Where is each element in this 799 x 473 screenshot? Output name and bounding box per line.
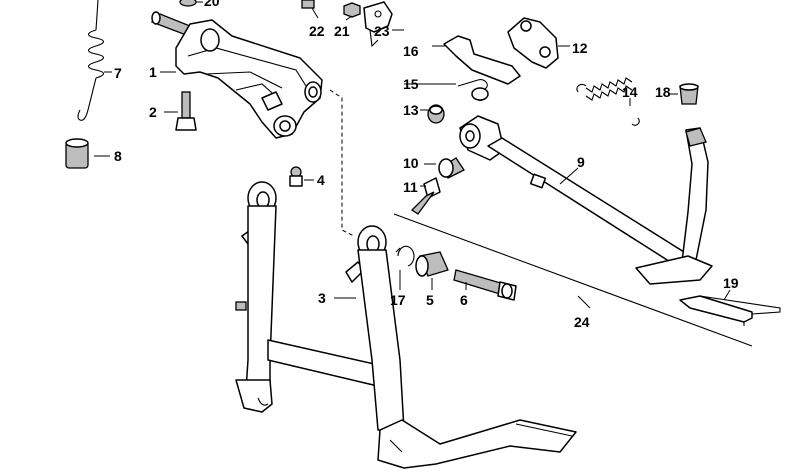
part-24-line: [393, 213, 753, 347]
part-6-bolt: [453, 269, 517, 301]
callout-8: 8: [114, 148, 122, 164]
part-7-spring: [77, 0, 112, 121]
callout-16: 16: [403, 43, 419, 59]
part-19-lever: [679, 289, 781, 326]
center-stand-left: [235, 181, 393, 413]
callout-17: 17: [390, 292, 406, 308]
callout-21: 21: [334, 23, 350, 39]
part-17-circlip: [395, 245, 415, 290]
callout-11: 11: [403, 179, 418, 195]
callout-20: 20: [204, 0, 220, 9]
callout-19: 19: [723, 275, 739, 291]
part-10-bush: [424, 157, 465, 179]
part-16-bracket: [432, 35, 521, 85]
callout-6: 6: [460, 292, 468, 308]
callout-23: 23: [374, 23, 390, 39]
part-15-spring: [404, 79, 489, 102]
part-21-nut: [343, 2, 361, 21]
callout-3: 3: [318, 290, 326, 306]
part-13-bush: [420, 104, 445, 124]
part-3-stand-leg: [334, 225, 577, 469]
callout-9: 9: [577, 154, 585, 170]
part-8-bushing: [65, 138, 110, 169]
callout-labels: 20 22 21 23 16 12 7 1 15 14 18 2 13 8 10…: [114, 0, 739, 330]
part-2-bolt: [164, 91, 197, 131]
part-5-bushing: [415, 251, 449, 290]
part-18-cap: [668, 83, 699, 105]
callout-2: 2: [149, 104, 157, 120]
callout-10: 10: [403, 155, 419, 171]
callout-1: 1: [149, 64, 157, 80]
part-12-bracket: [507, 17, 570, 69]
callout-12: 12: [572, 40, 588, 56]
callout-5: 5: [426, 292, 434, 308]
callout-13: 13: [403, 102, 419, 118]
part-1-bracket: [150, 11, 323, 139]
callout-7: 7: [114, 65, 122, 81]
callout-18: 18: [655, 84, 671, 100]
callout-15: 15: [403, 76, 419, 92]
part-14-spring: [576, 77, 640, 126]
assembly-guide-lines: [329, 89, 355, 237]
part-9-side-stand: [459, 115, 713, 285]
part-23-plate: [363, 1, 404, 48]
callout-24: 24: [574, 314, 590, 330]
part-4-nipple: [289, 166, 314, 187]
callout-4: 4: [317, 172, 325, 188]
part-20-washer: [179, 0, 203, 7]
part-11-bolt: [410, 177, 441, 215]
callout-22: 22: [309, 23, 325, 39]
part-22-bolt: [301, 0, 319, 19]
callout-14: 14: [622, 84, 638, 100]
